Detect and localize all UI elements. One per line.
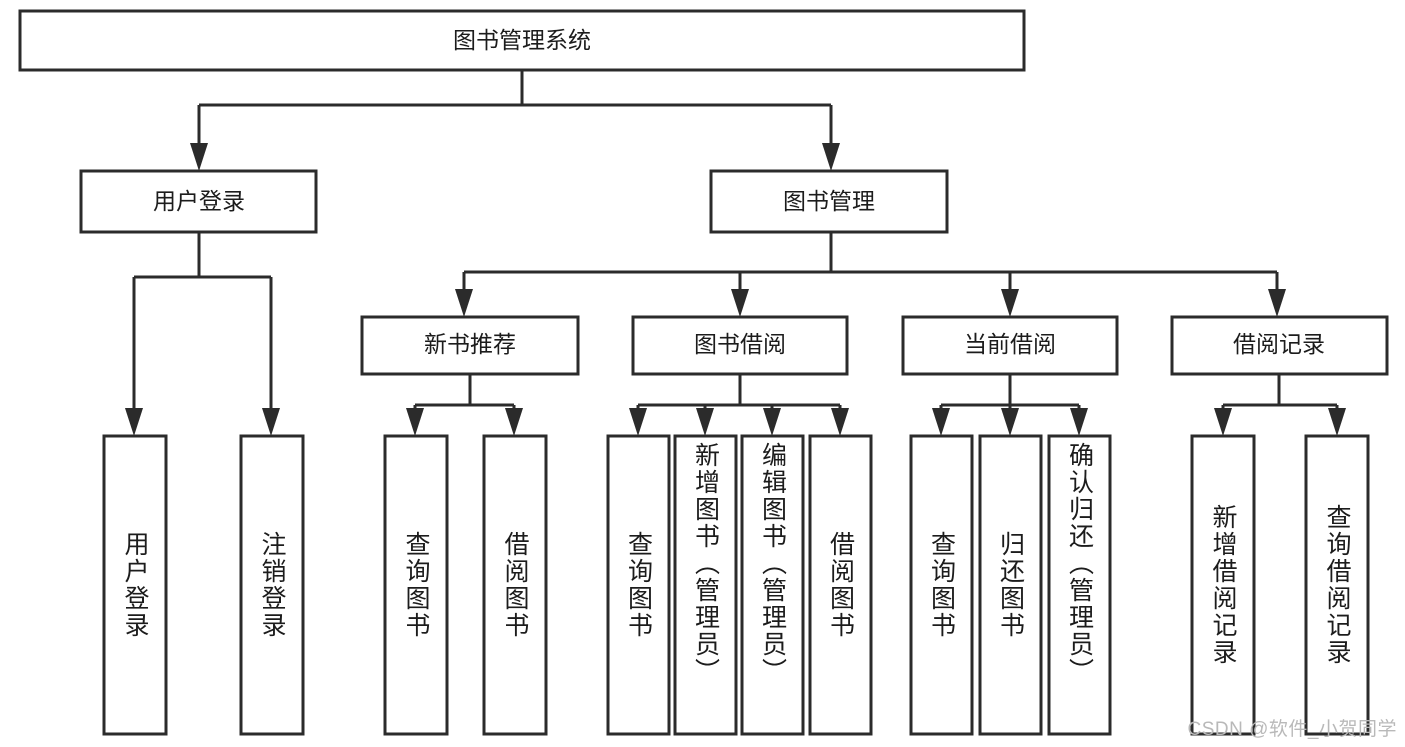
node-leaf-confirm-return-box[interactable]	[1047, 434, 1112, 736]
node-root-box[interactable]	[18, 9, 1026, 72]
node-root-label: 图书管理系统	[453, 27, 591, 53]
node-book-borrow-label: 图书借阅	[694, 331, 786, 357]
arrowhead-book-manage	[822, 143, 840, 171]
arrowhead-borrow-record	[1268, 289, 1286, 317]
arrowhead-leaf-confirm-return	[1070, 408, 1088, 436]
node-leaf-logout-box[interactable]	[239, 434, 305, 736]
node-leaf-borrow-book-1-box[interactable]	[482, 434, 548, 736]
arrowhead-leaf-query-record	[1328, 408, 1346, 436]
arrowhead-book-borrow	[731, 289, 749, 317]
node-book-manage-label: 图书管理	[783, 188, 875, 214]
arrowhead-leaf-query-book-1	[406, 408, 424, 436]
node-leaf-edit-book-box[interactable]	[740, 434, 805, 736]
node-leaf-query-book-3-box[interactable]	[909, 434, 974, 736]
node-book-borrow-box[interactable]	[631, 315, 849, 376]
arrowhead-leaf-add-book	[696, 408, 714, 436]
node-user-login-box[interactable]	[79, 169, 318, 234]
node-borrow-record-box[interactable]	[1170, 315, 1389, 376]
node-current-borrow-label: 当前借阅	[964, 331, 1056, 357]
node-leaf-user-login-box[interactable]	[102, 434, 168, 736]
node-leaf-return-book-box[interactable]	[978, 434, 1043, 736]
arrowhead-new-book-recommend	[455, 289, 473, 317]
node-leaf-query-record-box[interactable]	[1304, 434, 1370, 736]
arrowhead-user-login	[190, 143, 208, 171]
node-current-borrow-box[interactable]	[901, 315, 1119, 376]
node-new-book-recommend[interactable]: 新书推荐	[360, 315, 580, 376]
arrowhead-leaf-borrow-book-2	[831, 408, 849, 436]
arrowhead-leaf-logout	[262, 408, 280, 436]
arrowhead-leaf-add-record	[1214, 408, 1232, 436]
arrowhead-leaf-borrow-book-1	[505, 408, 523, 436]
node-leaf-query-book-1-box[interactable]	[383, 434, 449, 736]
connectors-group	[125, 70, 1346, 436]
arrowhead-current-borrow	[1001, 289, 1019, 317]
node-book-manage-box[interactable]	[709, 169, 949, 234]
node-user-login-label: 用户登录	[153, 188, 245, 214]
node-borrow-record[interactable]: 借阅记录	[1170, 315, 1389, 376]
node-user-login[interactable]: 用户登录	[79, 169, 318, 234]
arrowhead-leaf-query-book-3	[932, 408, 950, 436]
arrowhead-leaf-return-book	[1001, 408, 1019, 436]
node-book-borrow[interactable]: 图书借阅	[631, 315, 849, 376]
node-leaf-borrow-book-2-box[interactable]	[808, 434, 873, 736]
node-leaf-query-book-2-box[interactable]	[606, 434, 671, 736]
arrowhead-leaf-user-login	[125, 408, 143, 436]
node-root[interactable]: 图书管理系统	[18, 9, 1026, 72]
node-borrow-record-label: 借阅记录	[1233, 331, 1325, 357]
arrowhead-leaf-query-book-2	[629, 408, 647, 436]
node-current-borrow[interactable]: 当前借阅	[901, 315, 1119, 376]
node-leaf-add-book-box[interactable]	[673, 434, 738, 736]
node-new-book-recommend-box[interactable]	[360, 315, 580, 376]
node-new-book-recommend-label: 新书推荐	[424, 331, 516, 357]
arrowhead-leaf-edit-book	[763, 408, 781, 436]
watermark-text: CSDN @软件_小贺同学	[1187, 719, 1397, 740]
node-leaf-add-record-box[interactable]	[1190, 434, 1256, 736]
node-book-manage[interactable]: 图书管理	[709, 169, 949, 234]
